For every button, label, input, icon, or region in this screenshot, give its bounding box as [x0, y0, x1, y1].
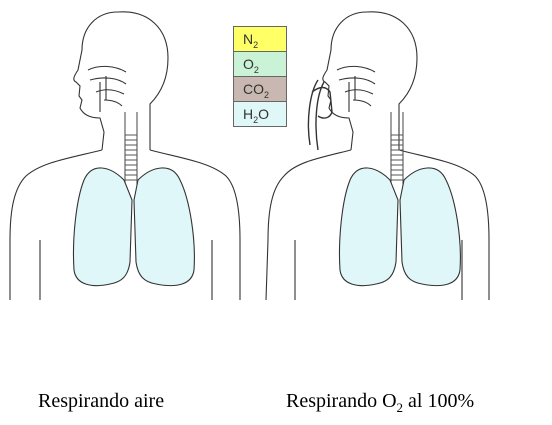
- caption-right-suffix: al 100%: [403, 390, 474, 412]
- legend-o2-label: O: [243, 56, 254, 72]
- legend-n2-label: N: [243, 31, 253, 47]
- left-lungs: [73, 168, 194, 286]
- left-head-outline: [74, 12, 118, 150]
- gas-legend: N2 O2 CO2 H2O: [233, 27, 287, 127]
- left-lung-left-side: [134, 168, 194, 286]
- legend-co2-sub: 2: [264, 90, 269, 100]
- legend-h2o-suffix: O: [258, 106, 269, 122]
- oxygen-tube: [308, 80, 332, 150]
- left-nasal-cavity: [88, 66, 126, 106]
- legend-co2: CO2: [233, 76, 287, 102]
- legend-h2o: H2O: [233, 101, 287, 127]
- caption-left-text: Respirando aire: [38, 390, 164, 412]
- legend-co2-label: CO: [243, 81, 264, 97]
- caption-breathing-air: Respirando aire: [38, 390, 164, 413]
- caption-breathing-oxygen: Respirando O2 al 100%: [286, 390, 474, 416]
- left-lung-right-side: [73, 168, 132, 286]
- legend-n2: N2: [233, 26, 287, 52]
- caption-right-prefix: Respirando O: [286, 390, 397, 412]
- legend-o2: O2: [233, 51, 287, 77]
- right-shoulders: [266, 150, 351, 300]
- left-trachea: [125, 112, 137, 185]
- legend-h2o-label: H: [243, 106, 253, 122]
- right-trachea: [391, 112, 403, 185]
- right-head-outline: [323, 12, 367, 150]
- right-lungs: [339, 168, 460, 286]
- legend-n2-sub: 2: [253, 40, 258, 50]
- legend-o2-sub: 2: [254, 65, 259, 75]
